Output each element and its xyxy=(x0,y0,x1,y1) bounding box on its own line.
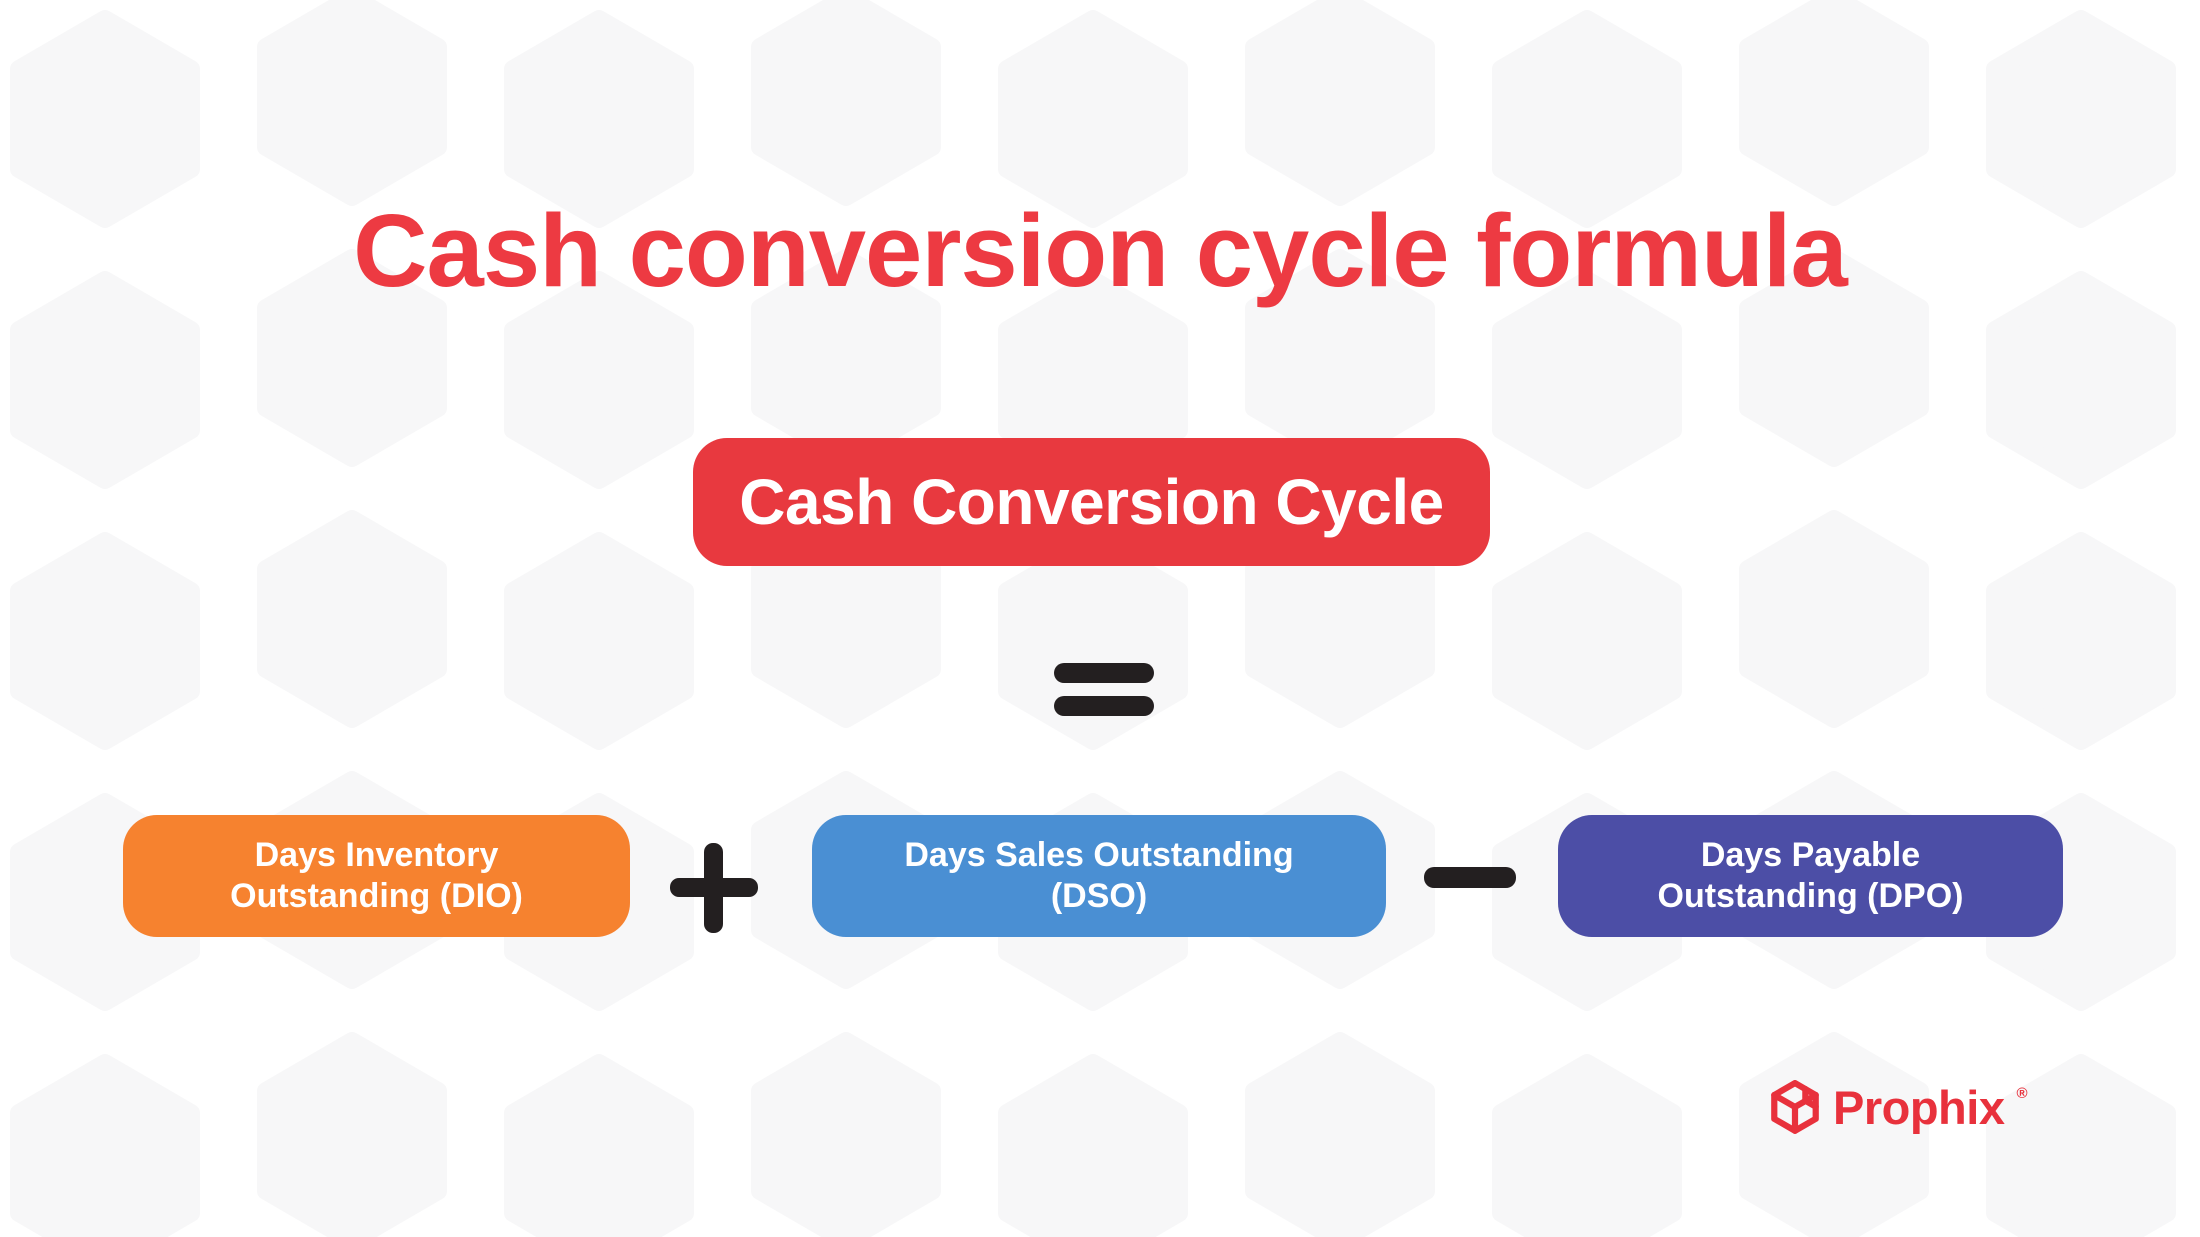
days-sales-outstanding-box: Days Sales Outstanding (DSO) xyxy=(812,815,1386,937)
plus-sign xyxy=(670,843,758,933)
prophix-cube-icon xyxy=(1771,1080,1819,1134)
prophix-wordmark: Prophix xyxy=(1833,1080,2005,1134)
cash-conversion-cycle-box: Cash Conversion Cycle xyxy=(693,438,1490,566)
equals-bottom-bar xyxy=(1054,696,1154,716)
dso-label-line2: (DSO) xyxy=(1050,877,1148,915)
dpo-label-line1: Days Payable xyxy=(1700,836,1921,874)
days-inventory-outstanding-box: Days Inventory Outstanding (DIO) xyxy=(123,815,630,937)
dso-label-line1: Days Sales Outstanding xyxy=(904,836,1294,874)
equals-sign xyxy=(1054,663,1154,716)
plus-vertical-bar xyxy=(704,843,723,933)
minus-sign xyxy=(1424,867,1516,888)
dio-label-line1: Days Inventory xyxy=(254,836,499,874)
dio-label-line2: Outstanding (DIO) xyxy=(230,877,523,915)
equals-top-bar xyxy=(1054,663,1154,683)
page-title: Cash conversion cycle formula xyxy=(353,193,1848,308)
days-payable-outstanding-box: Days Payable Outstanding (DPO) xyxy=(1558,815,2063,937)
dpo-label-line2: Outstanding (DPO) xyxy=(1657,877,1964,915)
cash-conversion-cycle-label: Cash Conversion Cycle xyxy=(739,466,1444,538)
registered-trademark-symbol: ® xyxy=(2016,1084,2028,1102)
prophix-logo: Prophix ® xyxy=(1768,1078,2028,1140)
